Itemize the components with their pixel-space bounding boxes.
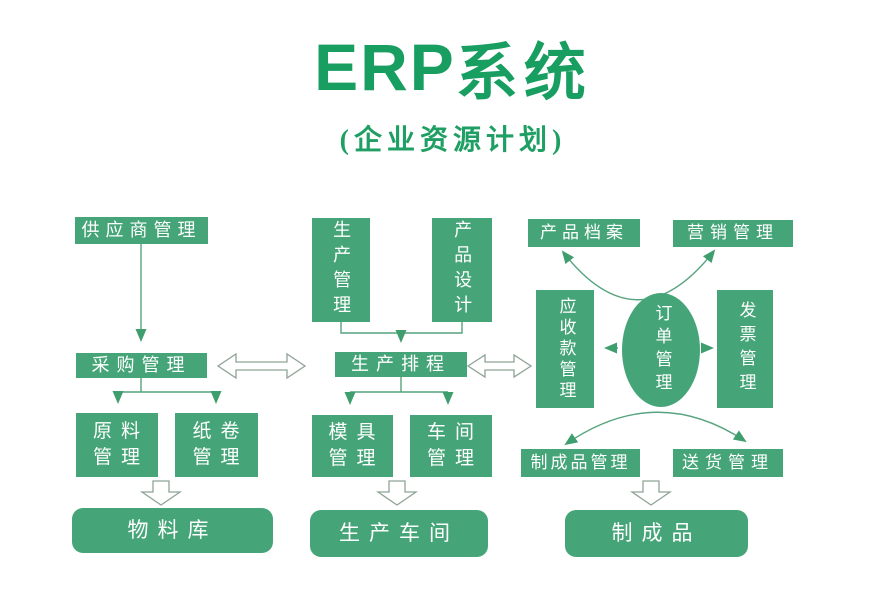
title-latin: ERP bbox=[314, 30, 456, 104]
node-receivables-management: 应收款管理 bbox=[536, 290, 594, 408]
node-production-scheduling: 生产排程 bbox=[335, 352, 467, 377]
curved-arrow-order-to-finmgmt-delivery bbox=[564, 411, 747, 446]
bracket-scheduling bbox=[350, 377, 448, 393]
node-raw-material-management: 原料管理 bbox=[76, 413, 158, 477]
bracket-purchasing bbox=[118, 378, 216, 393]
node-mold-management: 模具管理 bbox=[312, 415, 393, 477]
bracket-production-merge bbox=[340, 322, 463, 334]
node-finished-goods-management: 制成品管理 bbox=[521, 449, 640, 477]
double-arrow-purchasing-scheduling bbox=[216, 352, 307, 380]
node-product-design: 产品设计 bbox=[432, 218, 492, 322]
node-marketing-management: 营销管理 bbox=[673, 220, 793, 247]
node-order-management: 订单管理 bbox=[622, 293, 700, 407]
node-production-management: 生产管理 bbox=[312, 218, 370, 322]
hollow-arrow-to-finished-goods bbox=[629, 480, 673, 506]
page-title: ERP系统 bbox=[14, 22, 878, 112]
node-purchasing-management: 采购管理 bbox=[76, 353, 207, 378]
node-product-archive: 产品档案 bbox=[528, 219, 640, 247]
node-finished-goods: 制成品 bbox=[565, 510, 748, 557]
hollow-arrow-to-production-workshop bbox=[375, 480, 419, 506]
double-arrow-scheduling-receivables bbox=[466, 353, 533, 379]
curved-arrow-order-to-archive-marketing bbox=[561, 249, 716, 301]
node-material-warehouse: 物料库 bbox=[72, 508, 273, 553]
title-cjk: 系统 bbox=[455, 40, 592, 108]
page-subtitle: (企业资源计划) bbox=[339, 125, 567, 156]
node-workshop-management: 车间管理 bbox=[410, 415, 492, 477]
node-production-workshop: 生产车间 bbox=[310, 510, 488, 557]
node-invoice-management: 发票管理 bbox=[717, 290, 773, 408]
node-paper-roll-management: 纸卷管理 bbox=[175, 413, 258, 477]
node-supplier-management: 供应商管理 bbox=[75, 217, 208, 244]
hollow-arrow-to-material-warehouse bbox=[139, 480, 183, 506]
node-delivery-management: 送货管理 bbox=[673, 449, 783, 477]
